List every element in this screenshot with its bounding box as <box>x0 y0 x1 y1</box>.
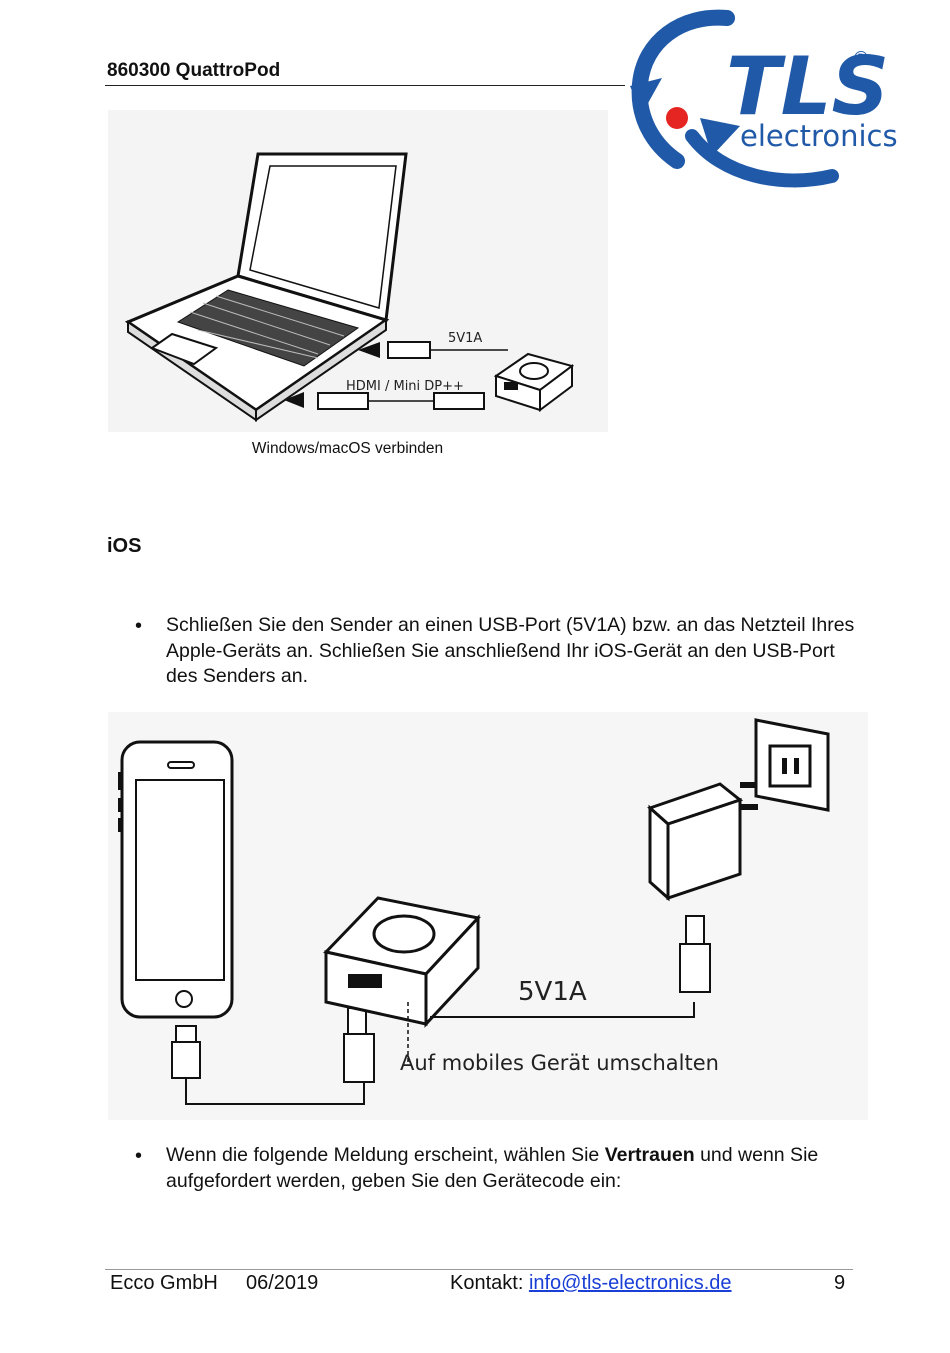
laptop-connection-illustration: 5V1A HDMI / Mini DP++ <box>108 110 608 432</box>
bullet-marker: • <box>135 1145 143 1167</box>
footer-contact: Kontakt: info@tls-electronics.de <box>450 1272 732 1295</box>
logo-brand-text: TLS <box>726 40 889 133</box>
figure2-power-label: 5V1A <box>518 977 587 1007</box>
footer-divider <box>105 1269 853 1270</box>
bullet-text-trust-prompt: Wenn die folgende Meldung erscheint, wäh… <box>166 1143 866 1194</box>
footer-email-link[interactable]: info@tls-electronics.de <box>528 1272 732 1294</box>
bullet-text-after: und wenn Sie aufgefordert werden, geben … <box>166 1144 819 1192</box>
figure2-switch-label: Auf mobiles Gerät umschalten <box>400 1051 719 1075</box>
footer-contact-label: Kontakt: <box>450 1272 529 1294</box>
ios-connection-illustration: 5V1A Auf mobiles Gerät umschalten <box>108 712 868 1120</box>
figure1-video-label: HDMI / Mini DP++ <box>346 379 464 394</box>
bullet-text-before: Wenn die folgende Meldung erscheint, wäh… <box>166 1144 605 1166</box>
document-header-title: 860300 QuattroPod <box>107 60 281 81</box>
figure1-caption: Windows/macOS verbinden <box>251 440 444 457</box>
header-divider <box>105 85 625 86</box>
footer-page-number: 9 <box>834 1272 846 1294</box>
bullet-text-connect-sender: Schließen Sie den Sender an einen USB-Po… <box>166 614 855 687</box>
section-heading-ios: iOS <box>107 535 142 557</box>
bullet-marker: • <box>135 615 143 637</box>
tls-electronics-logo: TLS ® electronics <box>630 9 898 188</box>
logo-subtitle-text: electronics <box>740 119 898 153</box>
footer-date: 06/2019 <box>246 1272 319 1294</box>
figure1-power-label: 5V1A <box>448 331 482 346</box>
footer-company: Ecco GmbH <box>110 1272 218 1294</box>
bullet-text-bold-trust: Vertrauen <box>604 1144 695 1166</box>
logo-registered-mark: ® <box>852 48 870 69</box>
